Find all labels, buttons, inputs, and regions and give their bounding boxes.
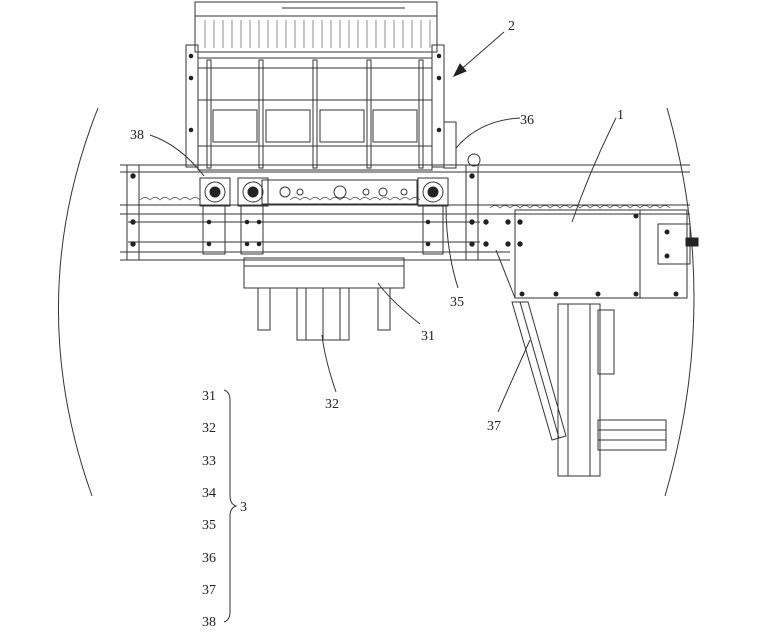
bearing-wheels [199, 177, 449, 255]
callout-36: 36 [520, 113, 534, 128]
callout-37: 37 [487, 419, 501, 434]
legend-item: 33 [202, 454, 216, 469]
legend-item: 34 [202, 486, 216, 501]
control-panel [261, 179, 418, 205]
right-boundary-arc [664, 107, 695, 497]
legend-group-label: 3 [240, 500, 247, 515]
callout-35: 35 [450, 295, 464, 310]
right-unit-1 [495, 209, 699, 477]
callout-32: 32 [325, 397, 339, 412]
legend-item: 32 [202, 421, 216, 436]
cylinder-unit [243, 257, 405, 341]
leader-lines [149, 31, 617, 413]
legend-brace [223, 389, 238, 623]
legend-item: 31 [202, 389, 216, 404]
callout-1: 1 [617, 108, 624, 123]
left-boundary-arc [57, 107, 99, 497]
callout-38: 38 [130, 128, 144, 143]
legend-item: 38 [202, 615, 216, 630]
main-rail [120, 164, 690, 261]
legend-group: 31 32 33 34 35 36 37 38 3 [202, 389, 247, 630]
legend-item: 37 [202, 583, 216, 598]
legend-item: 35 [202, 518, 216, 533]
upper-unit-assembly-2 [185, 1, 481, 171]
callout-2: 2 [508, 19, 515, 34]
legend-item: 36 [202, 551, 216, 566]
callout-31: 31 [421, 329, 435, 344]
